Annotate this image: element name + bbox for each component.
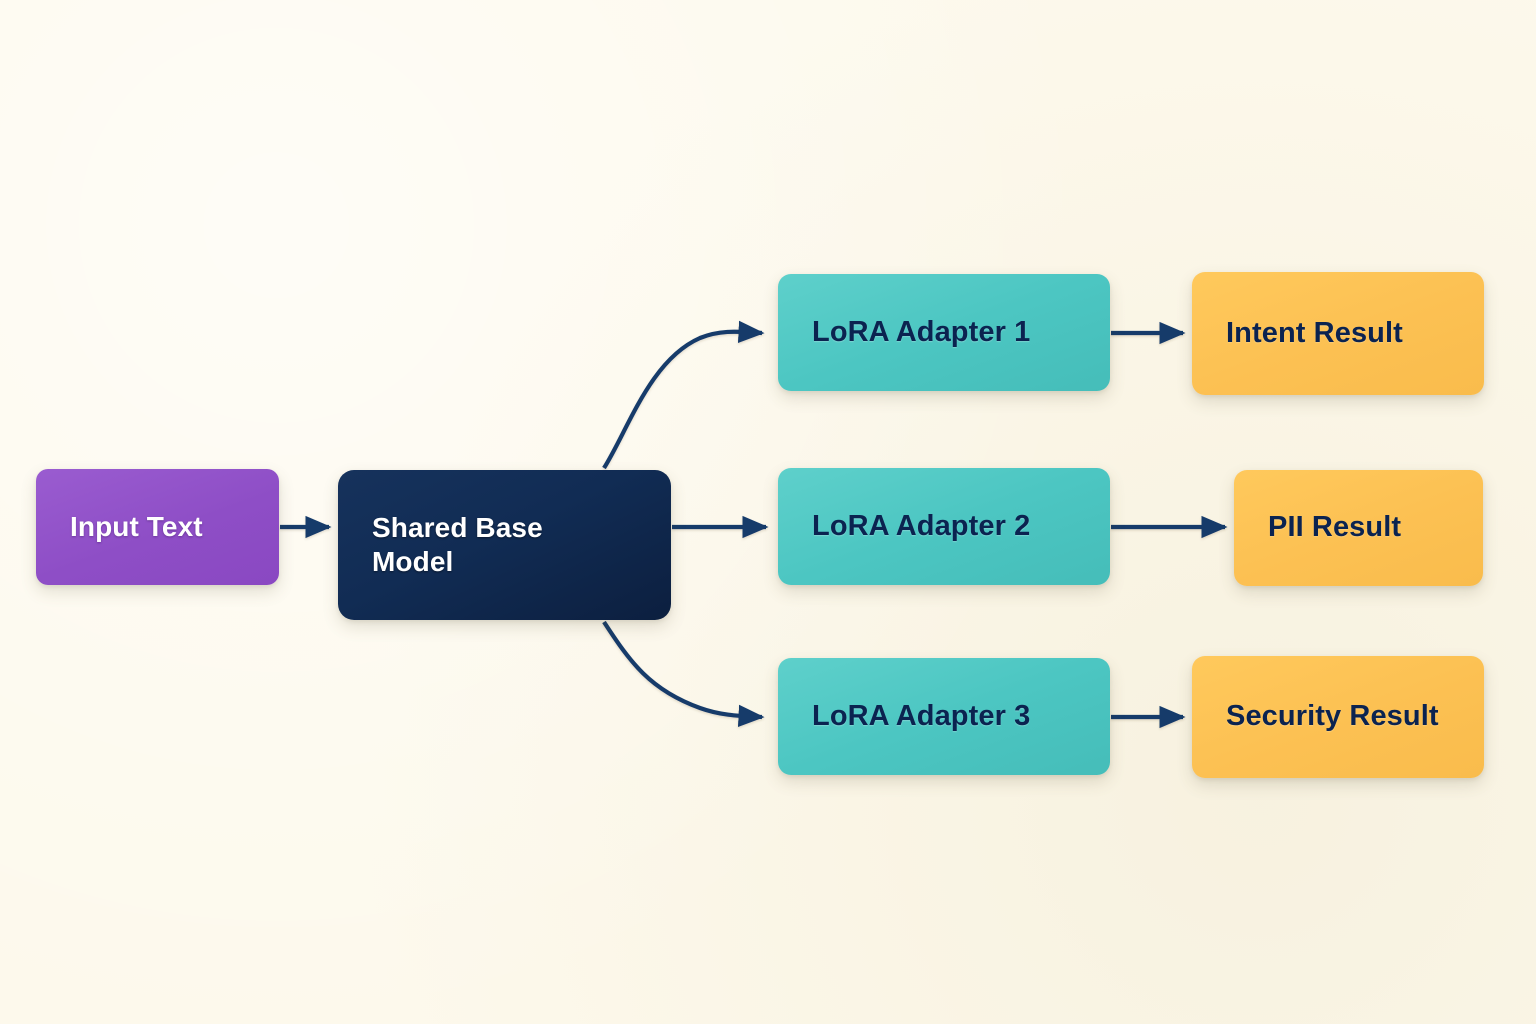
node-pii-result[interactable]: PII Result	[1234, 470, 1483, 586]
node-lora-adapter-3-label: LoRA Adapter 3	[812, 699, 1031, 732]
node-pii-result-label: PII Result	[1268, 511, 1402, 544]
edge-base-to-adapter-1	[602, 320, 765, 470]
node-security-result[interactable]: Security Result	[1192, 656, 1484, 778]
node-intent-result-label: Intent Result	[1226, 316, 1403, 349]
node-input-text-label: Input Text	[70, 510, 203, 542]
node-lora-adapter-2-label: LoRA Adapter 2	[812, 509, 1031, 542]
node-security-result-label: Security Result	[1226, 700, 1439, 733]
node-lora-adapter-2[interactable]: LoRA Adapter 2	[778, 468, 1110, 585]
node-shared-base-model[interactable]: Shared Base Model	[338, 470, 671, 620]
node-lora-adapter-1-label: LoRA Adapter 1	[812, 315, 1031, 348]
node-lora-adapter-3[interactable]: LoRA Adapter 3	[778, 658, 1110, 775]
edge-base-to-adapter-3	[602, 620, 765, 727]
node-shared-base-model-label: Shared Base Model	[372, 511, 543, 577]
node-input-text[interactable]: Input Text	[36, 469, 279, 585]
node-lora-adapter-1[interactable]: LoRA Adapter 1	[778, 274, 1110, 391]
node-intent-result[interactable]: Intent Result	[1192, 272, 1484, 395]
